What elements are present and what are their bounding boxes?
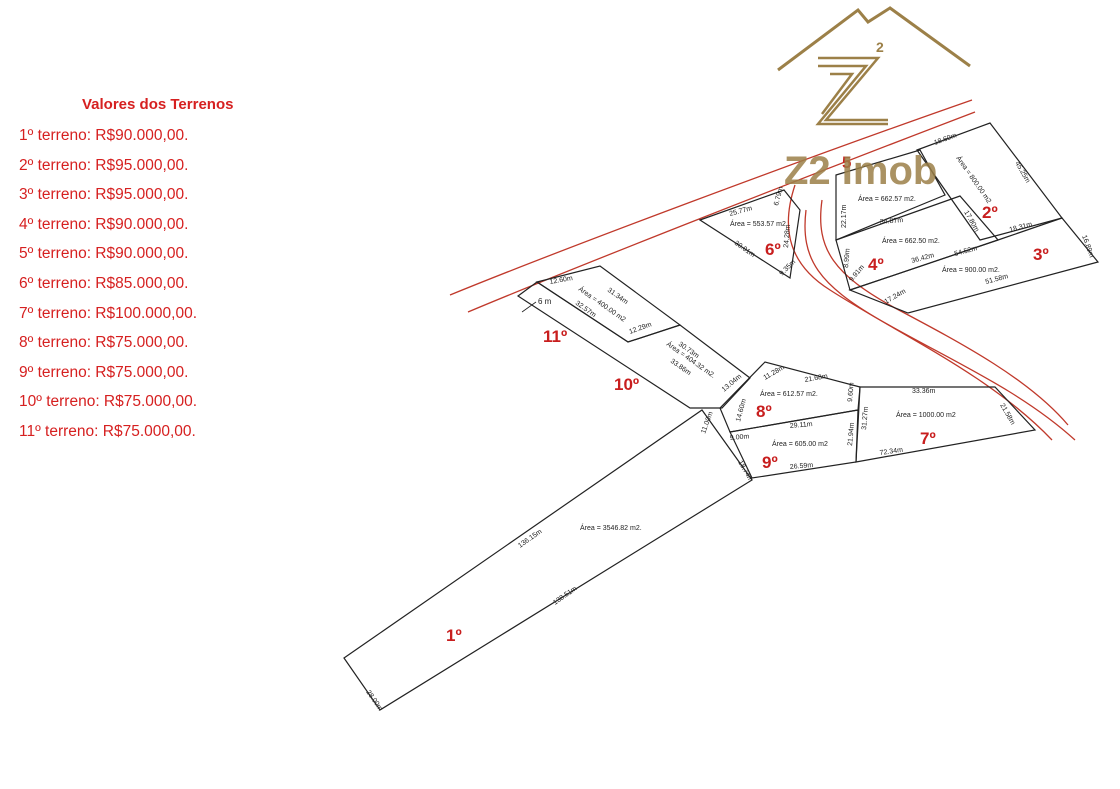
- lot-9-area: Área = 605.00 m2: [772, 439, 828, 448]
- lot-3-side-c: 54.52m: [954, 245, 979, 258]
- lot-5-side-a: 22.17m: [841, 204, 848, 228]
- road-lines: [449, 99, 1076, 441]
- lot-3-area: Área = 900.00 m2.: [942, 265, 1000, 274]
- lot-2-side-b: 45.25m: [1013, 161, 1031, 185]
- lot-11-side-b: 31.34m: [606, 287, 629, 306]
- logo-superscript: 2: [876, 39, 884, 55]
- price-list-panel: Valores dos Terrenos 1º terreno: R$90.00…: [0, 0, 250, 460]
- price-item-3: 3º terreno: R$95.000,00.: [19, 186, 189, 204]
- lot-10-number: 10º: [614, 375, 639, 394]
- lot-11-side-a: 12.60m: [549, 275, 573, 286]
- lot-2-number: 2º: [982, 203, 998, 222]
- lot-9-side-e: 18.74m: [736, 460, 754, 484]
- lot-1-area: Área = 3546.82 m2.: [580, 523, 642, 532]
- price-item-4: 4º terreno: R$90.000,00.: [19, 215, 189, 233]
- lot-3-side-b: 51.58m: [985, 273, 1010, 286]
- lot-7-side-c: 31.27m: [861, 406, 870, 430]
- lot-5-side-b: 34.87m: [880, 217, 904, 226]
- road-width-arrow: [521, 301, 537, 313]
- lot-9-side-a: 29.11m: [790, 421, 814, 430]
- lot-6-area: Área = 553.57 m2: [730, 219, 786, 228]
- price-list: 1º terreno: R$90.000,00. 2º terreno: R$9…: [19, 126, 197, 452]
- road-edge-lower: [467, 111, 976, 313]
- lot-9-side-d: 9.00m: [730, 433, 750, 442]
- lot-8-side-a: 11.28m: [763, 364, 786, 382]
- lot-6-number: 6º: [765, 240, 781, 259]
- price-item-7: 7º terreno: R$100.000,00.: [19, 304, 198, 322]
- lot-6-side-d: 30.01m: [733, 240, 756, 259]
- road-curve-left: [787, 184, 1053, 441]
- lot-6-outline: [698, 189, 801, 280]
- lot-1-side-c: 28.00m: [364, 689, 383, 712]
- lot-1-side-a: 136.15m: [517, 528, 543, 549]
- lot-outlines: [343, 122, 1100, 711]
- lot-6-side-c: 24.28m: [783, 224, 792, 248]
- lot-7-side-b: 72.34m: [879, 447, 903, 457]
- price-item-6: 6º terreno: R$85.000,00.: [19, 274, 189, 292]
- lot-7-number: 7º: [920, 429, 936, 448]
- lot-3-number: 3º: [1033, 245, 1049, 264]
- logo-mountain-shape: [777, 6, 971, 72]
- price-item-8: 8º terreno: R$75.000,00.: [19, 334, 189, 352]
- lot-2-side-d: 17.80m: [962, 210, 980, 234]
- lot-8-side-b: 21.68m: [804, 373, 828, 384]
- price-item-2: 2º terreno: R$95.000,00.: [19, 156, 189, 174]
- lot-3-side-a: 16.89m: [1080, 234, 1095, 258]
- lot-11-number: 11º: [543, 327, 567, 346]
- price-item-11: 11º terreno: R$75.000,00.: [19, 422, 196, 440]
- lot-9-number: 9º: [762, 453, 778, 472]
- lot-6-side-a: 25.77m: [729, 205, 754, 218]
- lot-4-side-c: 9.91m: [848, 264, 866, 284]
- lot-6-side-b: 6.79m: [773, 186, 785, 207]
- lot-8-area: Área = 612.57 m2.: [760, 389, 818, 398]
- lot-5-number: 5: [842, 153, 851, 172]
- lot-3-outline: [848, 217, 1100, 314]
- lot-numbers: 1º 2º 3º 4º 5 6º 7º 8º 9º 10º 11º: [446, 153, 1049, 645]
- lot-6-side-e: 9.35m: [778, 259, 797, 278]
- price-list-title: Valores dos Terrenos: [82, 96, 234, 113]
- lot-1-side-b: 138.51m: [552, 585, 578, 606]
- lot-8-number: 8º: [756, 402, 772, 421]
- lot-7-side-a: 33.36m: [912, 388, 936, 395]
- lot-4-side-b: 8.99m: [843, 248, 852, 268]
- lot-1-side-d: 11.00m: [700, 411, 714, 435]
- lot-7-outline: [855, 386, 1037, 463]
- road-width-label: 6 m: [538, 297, 552, 306]
- road-curve-inner: [820, 199, 1069, 426]
- lot-9-side-b: 26.59m: [790, 462, 814, 471]
- price-item-10: 10º terreno: R$75.000,00.: [19, 393, 198, 411]
- z2-imob-logo: 2 Z2 Imob: [777, 6, 971, 193]
- lot-5-area: Área = 662.57 m2.: [858, 194, 916, 203]
- lot-8-side-d: 9.60m: [847, 382, 856, 402]
- lot-10-side-c: 13.04m: [721, 373, 744, 393]
- lot-1-outline: [343, 409, 753, 711]
- lot-2-side-a: 18.60m: [933, 132, 957, 147]
- lot-8-side-c: 14.60m: [735, 398, 748, 423]
- lot-5-outline: [835, 149, 946, 241]
- lot-9-side-c: 21.94m: [847, 422, 856, 446]
- lot-2-area: Área = 800.00 m2: [954, 154, 993, 205]
- logo-z-mark: [815, 56, 888, 126]
- price-item-5: 5º terreno: R$90.000,00.: [19, 245, 189, 263]
- lot-4-area: Área = 662.50 m2.: [882, 236, 940, 245]
- lot-3-extra: 17.24m: [884, 288, 908, 306]
- logo-brand-text: Z2 Imob: [784, 149, 937, 193]
- lot-1-number: 1º: [446, 626, 462, 645]
- lot-4-number: 4º: [868, 255, 884, 274]
- price-item-9: 9º terreno: R$75.000,00.: [19, 363, 189, 381]
- price-item-1: 1º terreno: R$90.000,00.: [19, 127, 189, 144]
- lot-11-side-d: 12.29m: [628, 321, 652, 336]
- lot-7-area: Área = 1000.00 m2: [896, 410, 956, 419]
- lot-10-outline: [516, 281, 751, 409]
- road-edge-upper: [449, 99, 973, 296]
